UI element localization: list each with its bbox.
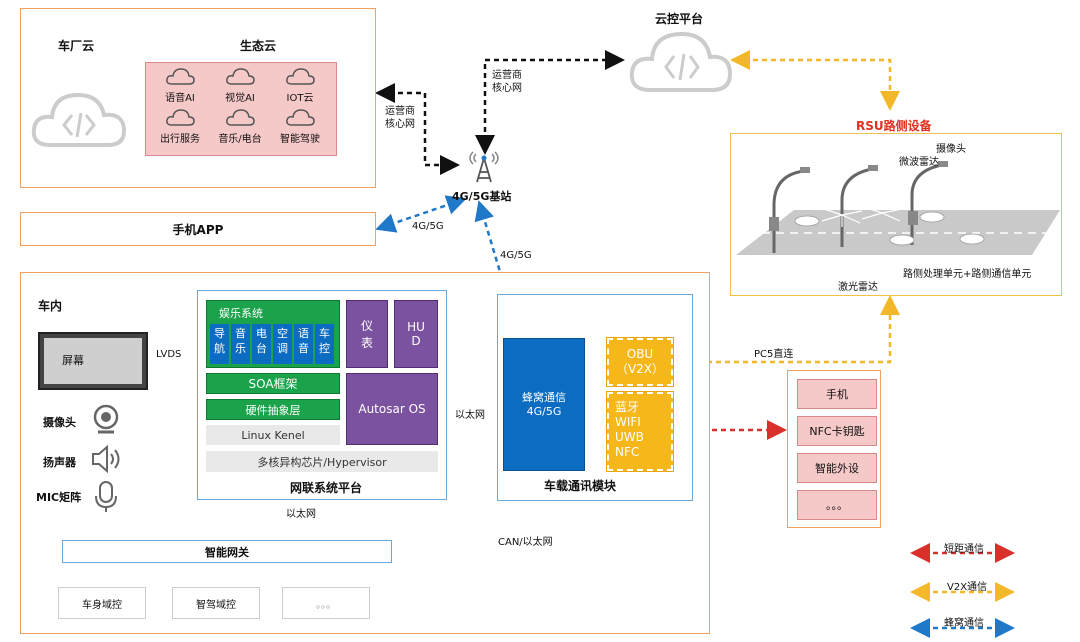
link-basestation-control bbox=[475, 50, 625, 155]
vehicle-title: 车内 bbox=[38, 299, 63, 313]
cloud-icon bbox=[166, 68, 195, 85]
cloud-icon bbox=[166, 109, 195, 126]
link-control-rsu bbox=[730, 50, 900, 111]
carrier-core-left: 运营商 核心网 bbox=[385, 106, 415, 130]
entertainment-label: 娱乐系统 bbox=[219, 307, 263, 320]
hypervisor-chip: 多核异构芯片/Hypervisor bbox=[206, 451, 438, 472]
rsu-road-illustration bbox=[736, 161, 1060, 255]
base-station-label: 4G/5G基站 bbox=[452, 190, 512, 203]
eco-service-label: 语音AI bbox=[165, 93, 195, 104]
cloud-icon bbox=[286, 109, 315, 126]
legend-cellular: 蜂窝通信 bbox=[944, 618, 984, 629]
external-device-item: 手机 bbox=[797, 379, 877, 409]
rsu-microwave-label: 微波雷达 bbox=[899, 157, 939, 168]
domain-controller-box: 车身域控 bbox=[58, 587, 146, 619]
eco-services-panel bbox=[145, 62, 337, 156]
linux-kernel: Linux Kenel bbox=[206, 425, 340, 445]
domain-controller-box: 智驾域控 bbox=[172, 587, 260, 619]
eco-service-item: IOT云 bbox=[268, 67, 332, 107]
eco-cloud-title: 生态云 bbox=[240, 39, 277, 53]
external-device-item: 。。。 bbox=[797, 490, 877, 520]
camera-icon bbox=[93, 404, 119, 434]
short-range-module: 蓝牙 WIFI UWB NFC bbox=[606, 391, 674, 472]
cloud-icon bbox=[226, 68, 255, 85]
platform-title: 网联系统平台 bbox=[290, 481, 363, 495]
obu-v2x-module: OBU （V2X） bbox=[606, 337, 674, 387]
link-app-label: 4G/5G bbox=[412, 221, 444, 232]
eco-service-label: 音乐/电台 bbox=[218, 134, 262, 145]
link-tbox-label: 4G/5G bbox=[500, 250, 532, 261]
eco-service-label: IOT云 bbox=[286, 93, 314, 104]
oem-cloud-title: 车厂云 bbox=[58, 39, 95, 53]
cloud-icon bbox=[226, 109, 255, 126]
entertainment-app-cell: 语 音 bbox=[294, 324, 313, 364]
entertainment-app-cell: 车 控 bbox=[315, 324, 334, 364]
screen-device: 屏幕 bbox=[38, 332, 148, 390]
autosar-os: Autosar OS bbox=[346, 373, 438, 445]
eco-service-item: 智能驾驶 bbox=[268, 108, 332, 148]
can-ethernet-label: CAN/以太网 bbox=[498, 537, 553, 548]
eco-service-item: 视觉AI bbox=[208, 67, 272, 107]
pc5-label: PC5直连 bbox=[754, 349, 794, 360]
entertainment-app-cell: 音 乐 bbox=[231, 324, 250, 364]
base-station-icon bbox=[469, 151, 499, 183]
rsu-camera-label: 摄像头 bbox=[936, 144, 966, 155]
eco-service-label: 视觉AI bbox=[225, 93, 255, 104]
ethernet-mid-label: 以太网 bbox=[455, 410, 485, 421]
entertainment-app-cell: 导 航 bbox=[210, 324, 229, 364]
instrument-cluster: 仪 表 bbox=[346, 300, 388, 368]
control-platform-title: 云控平台 bbox=[655, 12, 704, 26]
rsu-lidar-label: 激光雷达 bbox=[838, 282, 878, 293]
domain-controller-box: 。。。 bbox=[282, 587, 370, 619]
legend-short-range: 短距通信 bbox=[944, 544, 984, 555]
camera-label: 摄像头 bbox=[43, 416, 76, 429]
hud-module: HU D bbox=[394, 300, 438, 368]
link-cloud-basestation bbox=[375, 83, 460, 175]
rsu-title: RSU路侧设备 bbox=[856, 119, 932, 133]
eco-service-label: 智能驾驶 bbox=[280, 134, 320, 145]
oem-cloud-icon bbox=[31, 92, 127, 147]
eco-service-item: 语音AI bbox=[148, 67, 212, 107]
eco-service-label: 出行服务 bbox=[160, 134, 200, 145]
mic-icon bbox=[95, 481, 117, 512]
control-platform-cloud-icon bbox=[629, 31, 733, 92]
smart-gateway: 智能网关 bbox=[62, 540, 392, 563]
speaker-label: 扬声器 bbox=[43, 456, 76, 469]
link-obu-rsu bbox=[675, 295, 900, 372]
eco-service-item: 出行服务 bbox=[148, 108, 212, 148]
cloud-icon bbox=[286, 68, 315, 85]
legend-v2x: V2X通信 bbox=[947, 582, 988, 593]
ethernet-gateway-label: 以太网 bbox=[286, 509, 316, 520]
external-device-item: NFC卡钥匙 bbox=[797, 416, 877, 446]
entertainment-app-cell: 电 台 bbox=[252, 324, 271, 364]
link-basestation-app bbox=[375, 195, 467, 233]
phone-app-box: 手机APP bbox=[20, 212, 376, 246]
soa-framework: SOA框架 bbox=[206, 373, 340, 394]
cellular-module: 蜂窝通信 4G/5G bbox=[503, 338, 585, 471]
eco-service-item: 音乐/电台 bbox=[208, 108, 272, 148]
entertainment-app-cell: 空 调 bbox=[273, 324, 292, 364]
external-device-item: 智能外设 bbox=[797, 453, 877, 483]
hardware-abstraction-layer: 硬件抽象层 bbox=[206, 399, 340, 420]
tbox-title: 车载通讯模块 bbox=[544, 479, 617, 493]
rsu-units-label: 路侧处理单元+路侧通信单元 bbox=[903, 269, 1032, 280]
lvds-label: LVDS bbox=[156, 349, 182, 360]
screen-label: 屏幕 bbox=[62, 354, 84, 367]
speaker-icon bbox=[92, 444, 120, 474]
carrier-core-top: 运营商 核心网 bbox=[492, 70, 522, 94]
mic-label: MIC矩阵 bbox=[36, 491, 82, 504]
